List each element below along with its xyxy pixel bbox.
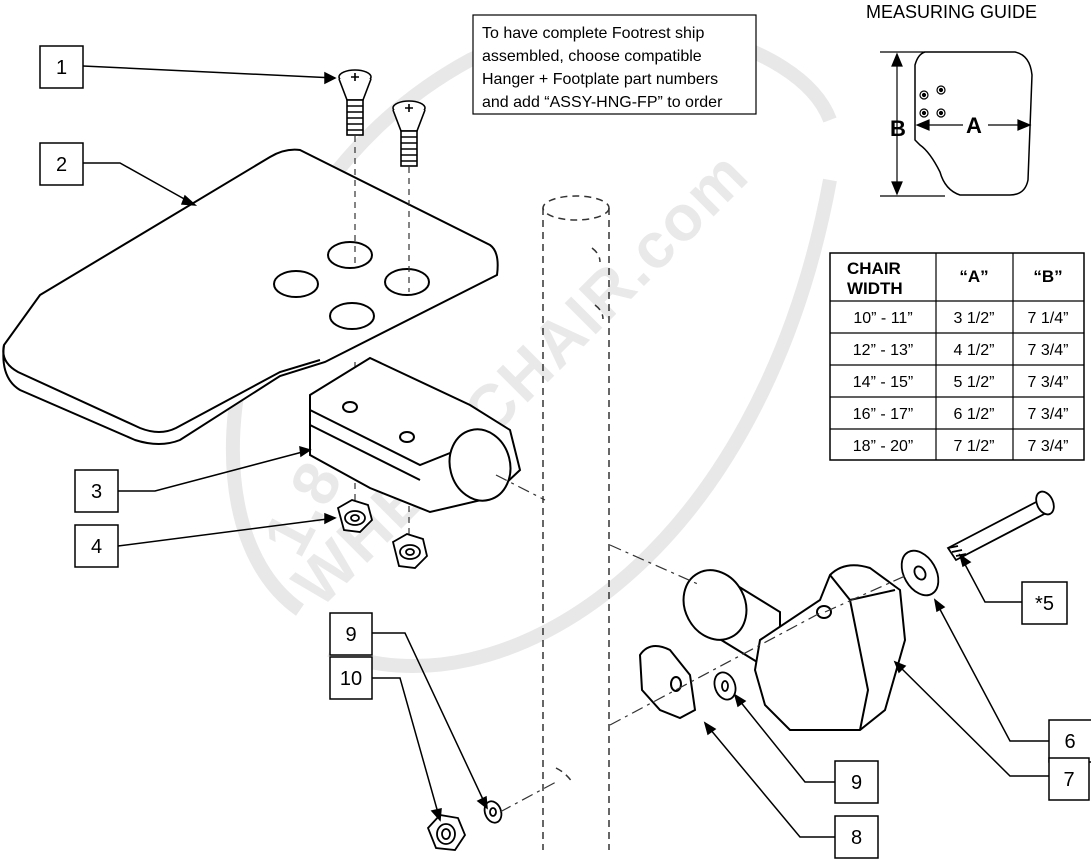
callout-label: 7 <box>1063 769 1074 791</box>
screw-1 <box>338 69 372 136</box>
callout-label: 9 <box>851 772 862 794</box>
washer-9-lower <box>483 800 503 824</box>
clamp <box>309 356 522 514</box>
bolt <box>946 490 1055 562</box>
table-row: 12” - 13” 4 1/2” 7 3/4” <box>853 342 1069 359</box>
note-line-4: and add “ASSY-HNG-FP” to order <box>482 94 723 111</box>
callout-label: 2 <box>56 154 67 176</box>
callout-label: 9 <box>345 624 356 646</box>
dimension-a <box>915 119 1032 131</box>
callout-label: 1 <box>56 57 67 79</box>
callout-label: *5 <box>1035 593 1054 615</box>
screw-2 <box>392 100 426 167</box>
callout-label: 4 <box>91 536 102 558</box>
callout-label: 3 <box>91 481 102 503</box>
note-line-3: Hanger + Footplate part numbers <box>482 71 718 88</box>
header-width: WIDTH <box>847 279 903 298</box>
callout-label: 8 <box>851 827 862 849</box>
vertical-tube <box>542 195 610 850</box>
callout-1: 1 <box>39 45 84 89</box>
dimension-b <box>880 51 945 197</box>
note-line-2: assembled, choose compatible <box>482 48 702 65</box>
spacer-8 <box>638 645 697 720</box>
cell-width: 12” - 13” <box>853 342 913 359</box>
callout-3: 3 <box>74 469 119 513</box>
cell-a: 4 1/2” <box>954 342 995 359</box>
table-row: 10” - 11” 3 1/2” 7 1/4” <box>853 310 1068 327</box>
table-row: 16” - 17” 6 1/2” 7 3/4” <box>853 406 1069 423</box>
callout-5: *5 <box>1021 581 1068 625</box>
cell-a: 3 1/2” <box>954 310 995 327</box>
callout-4: 4 <box>74 524 119 568</box>
callout-8: 8 <box>834 815 879 859</box>
cell-b: 7 3/4” <box>1028 438 1069 455</box>
callout-7: 7 <box>1048 757 1090 801</box>
cell-width: 18” - 20” <box>853 438 913 455</box>
callout-label: 6 <box>1064 731 1075 753</box>
hanger <box>682 564 907 731</box>
label-a: A <box>966 113 982 138</box>
note-line-1: To have complete Footrest ship <box>482 25 704 42</box>
cell-b: 7 3/4” <box>1028 342 1069 359</box>
cell-width: 16” - 17” <box>853 406 913 423</box>
callout-10: 10 <box>329 656 373 700</box>
measuring-guide: MEASURING GUIDE B A <box>866 2 1037 197</box>
callout-2: 2 <box>39 142 84 186</box>
washer-6 <box>900 549 940 597</box>
callout-6: 6 <box>1048 719 1091 763</box>
leader-lines <box>82 65 1049 838</box>
header-a: “A” <box>959 267 988 286</box>
footplate <box>2 148 499 445</box>
cell-width: 14” - 15” <box>853 374 913 391</box>
lock-nut-2 <box>391 533 428 569</box>
callout-label: 10 <box>340 668 362 690</box>
callout-9-right: 9 <box>834 760 879 804</box>
cell-b: 7 3/4” <box>1028 406 1069 423</box>
cell-b: 7 3/4” <box>1028 374 1069 391</box>
table-row: 14” - 15” 5 1/2” 7 3/4” <box>853 374 1069 391</box>
cell-b: 7 1/4” <box>1028 310 1069 327</box>
guide-holes <box>919 85 946 118</box>
label-b: B <box>890 116 906 141</box>
assembly-note: To have complete Footrest ship assembled… <box>472 14 757 115</box>
cell-width: 10” - 11” <box>853 310 912 327</box>
cell-a: 7 1/2” <box>954 438 995 455</box>
cell-a: 5 1/2” <box>954 374 995 391</box>
assembly-axis-lines <box>495 474 906 813</box>
lock-nut-1 <box>336 499 374 533</box>
header-b: “B” <box>1033 267 1062 286</box>
table-row: 18” - 20” 7 1/2” 7 3/4” <box>853 438 1069 455</box>
callout-9-left: 9 <box>329 612 373 656</box>
size-table: CHAIR WIDTH “A” “B” 10” - 11” 3 1/2” 7 1… <box>829 252 1085 461</box>
guide-title: MEASURING GUIDE <box>866 2 1037 22</box>
lock-nut-10 <box>426 814 467 851</box>
washer-9 <box>713 671 737 701</box>
header-chair: CHAIR <box>847 259 901 278</box>
cell-a: 6 1/2” <box>954 406 995 423</box>
